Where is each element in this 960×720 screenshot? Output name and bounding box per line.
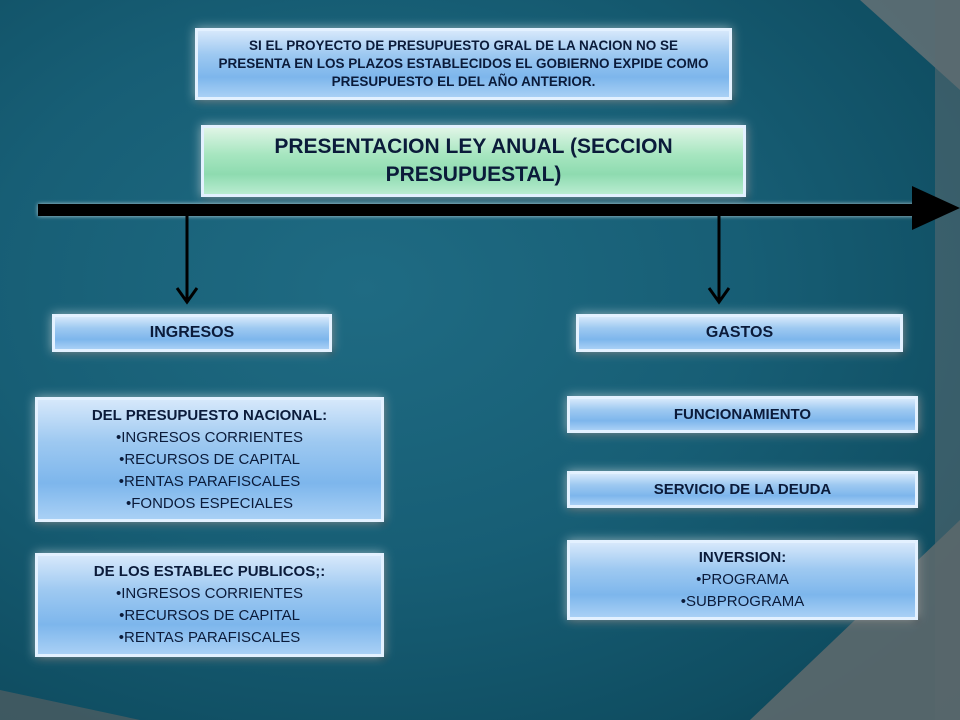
- note-text: SI EL PROYECTO DE PRESUPUESTO GRAL DE LA…: [218, 38, 709, 89]
- gastos-header-box: GASTOS: [576, 314, 903, 352]
- bottom-left-panel: [0, 690, 140, 720]
- ingresos-header-box: INGRESOS: [52, 314, 332, 352]
- list-item: •RENTAS PARAFISCALES: [118, 629, 301, 646]
- establec-publicos-title: DE LOS ESTABLEC PUBLICOS;:: [93, 563, 326, 580]
- ingresos-header: INGRESOS: [149, 324, 235, 341]
- list-item: •FONDOS ESPECIALES: [126, 494, 293, 512]
- establec-publicos-box: DE LOS ESTABLEC PUBLICOS;: •INGRESOS COR…: [35, 553, 384, 657]
- presupuesto-nacional-box: DEL PRESUPUESTO NACIONAL: •INGRESOS CORR…: [35, 397, 384, 522]
- list-item: •PROGRAMA: [696, 571, 789, 588]
- gastos-header: GASTOS: [705, 324, 774, 341]
- inversion-box: INVERSION: •PROGRAMA •SUBPROGRAMA: [567, 540, 918, 620]
- down-arrow-ingresos: [175, 216, 199, 305]
- presupuesto-nacional-title: DEL PRESUPUESTO NACIONAL:: [91, 406, 328, 424]
- list-item: •RECURSOS DE CAPITAL: [119, 607, 300, 624]
- timeline-line: [38, 204, 918, 216]
- servicio-deuda-box: SERVICIO DE LA DEUDA: [567, 471, 918, 508]
- servicio-deuda-label: SERVICIO DE LA DEUDA: [653, 481, 832, 498]
- list-item: •SUBPROGRAMA: [680, 593, 805, 610]
- inversion-title: INVERSION:: [698, 549, 787, 566]
- list-item: •INGRESOS CORRIENTES: [116, 428, 303, 446]
- title-box: PRESENTACION LEY ANUAL (SECCION PRESUPUE…: [201, 125, 746, 197]
- list-item: •RECURSOS DE CAPITAL: [119, 450, 300, 468]
- funcionamiento-label: FUNCIONAMIENTO: [673, 406, 812, 423]
- list-item: •RENTAS PARAFISCALES: [118, 472, 301, 490]
- note-box: SI EL PROYECTO DE PRESUPUESTO GRAL DE LA…: [195, 28, 732, 100]
- list-item: •INGRESOS CORRIENTES: [116, 585, 303, 602]
- timeline-arrowhead: [912, 186, 960, 230]
- down-arrow-gastos: [707, 216, 731, 305]
- funcionamiento-box: FUNCIONAMIENTO: [567, 396, 918, 433]
- page-title: PRESENTACION LEY ANUAL (SECCION PRESUPUE…: [274, 135, 673, 186]
